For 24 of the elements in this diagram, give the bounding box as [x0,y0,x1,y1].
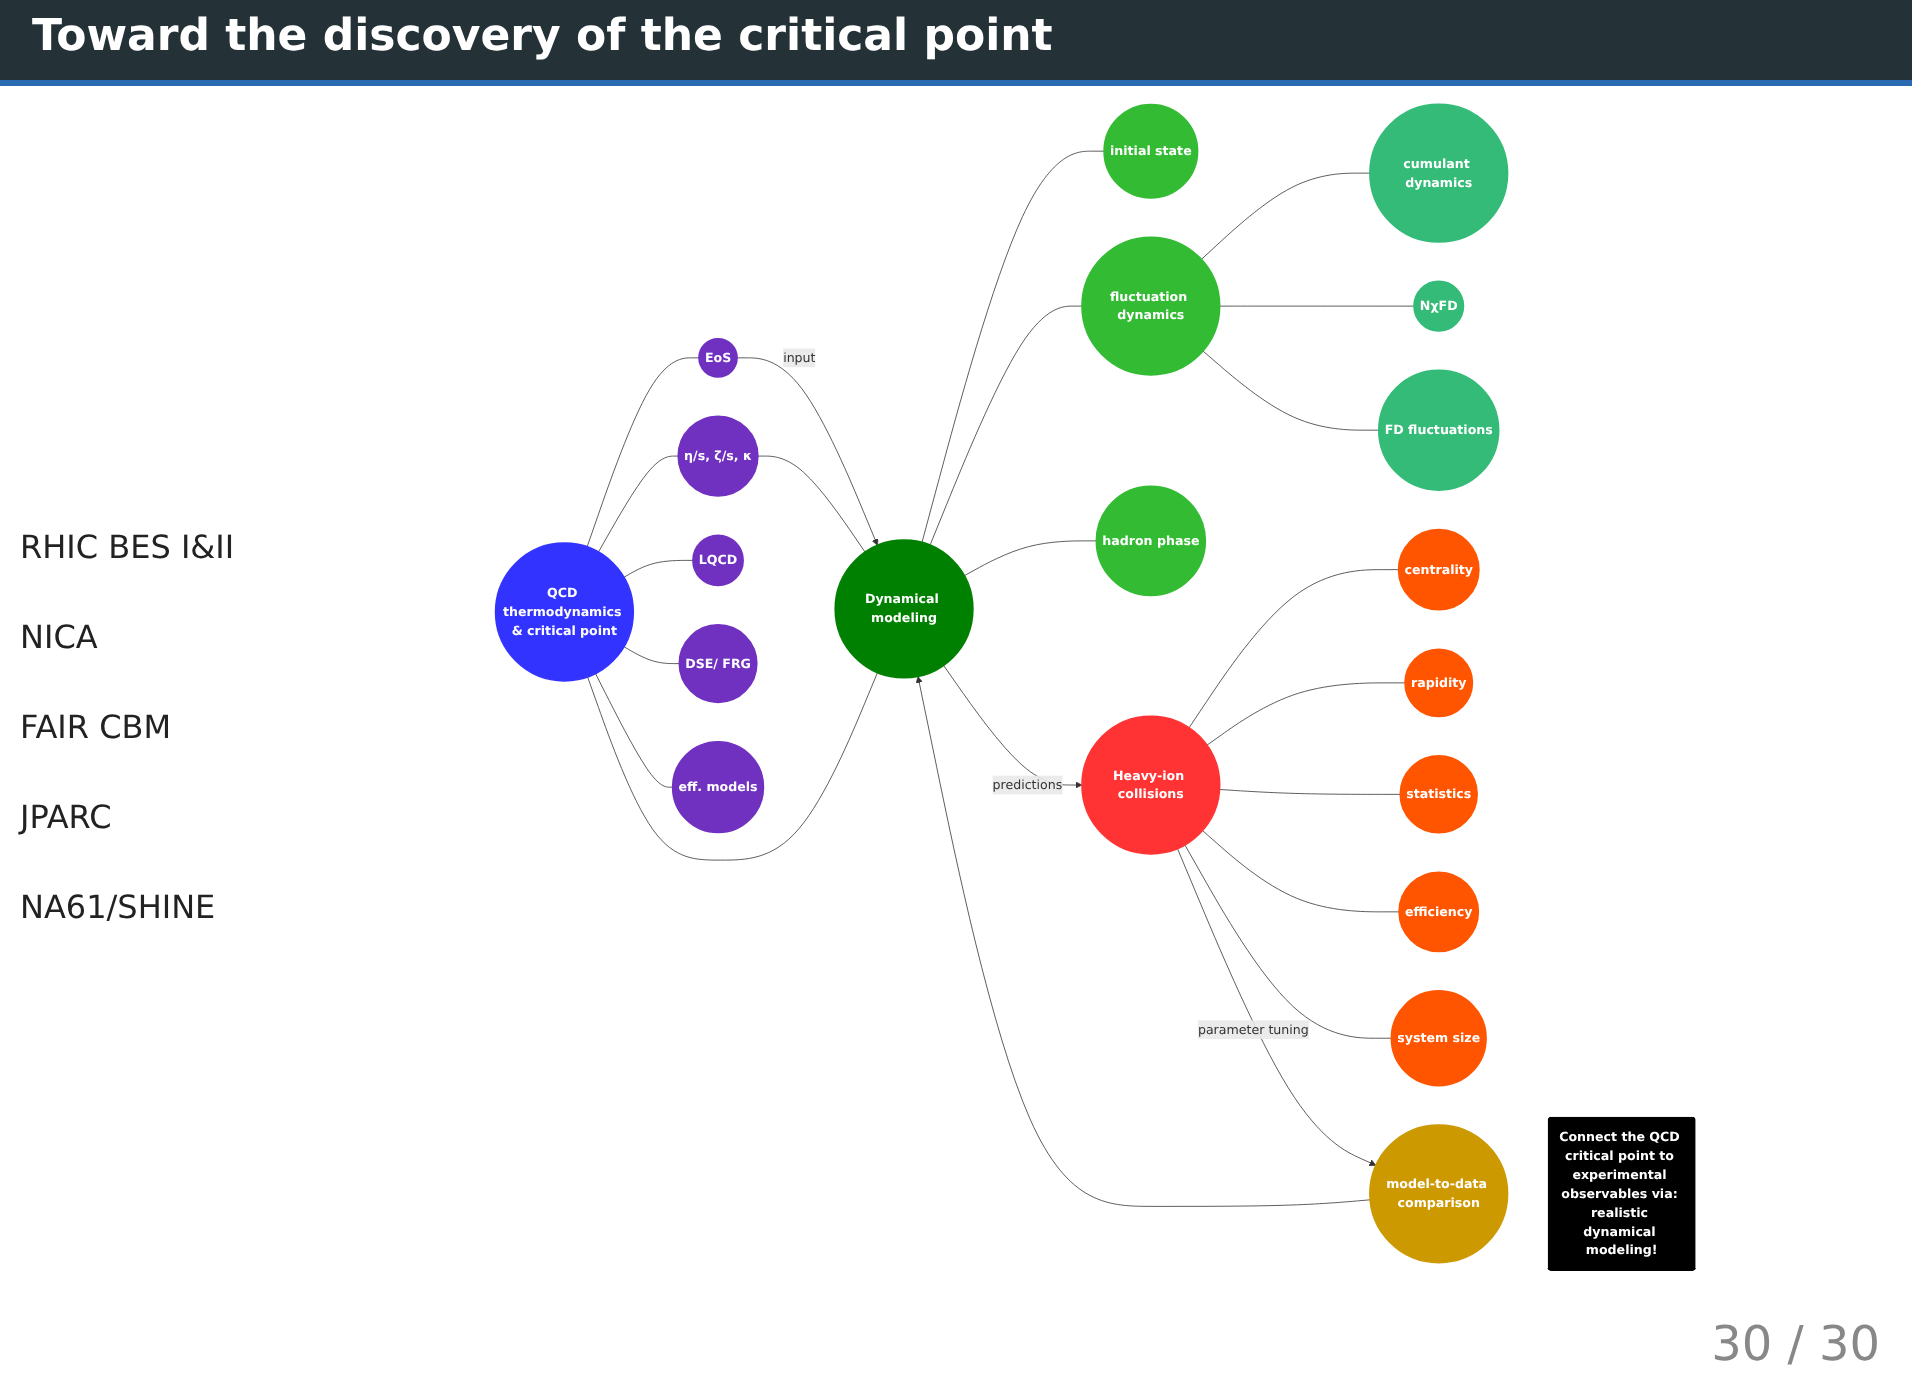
connector [1201,172,1371,260]
slide-title: Toward the discovery of the critical point [0,0,1912,86]
facility-label: JPARC [20,797,114,835]
connector [598,455,679,553]
connector [757,455,866,553]
connector [1188,569,1399,729]
connector [963,540,1097,577]
connector [586,357,700,548]
facility-label: NA61/SHINE [20,887,218,925]
facility-label: FAIR CBM [20,707,174,745]
connector [1206,682,1406,746]
connector [1202,350,1380,431]
page-number: 30 / 30 [1711,1316,1880,1372]
facility-label: NICA [20,617,100,655]
connector [1184,844,1392,1039]
connector [595,673,673,788]
connector [921,150,1105,543]
connector [623,646,680,664]
facility-label: RHIC BES I&II [20,527,237,565]
connector [623,560,694,578]
connector [587,672,878,861]
connector [1202,830,1400,913]
connector [929,305,1083,546]
connector [1219,789,1401,795]
